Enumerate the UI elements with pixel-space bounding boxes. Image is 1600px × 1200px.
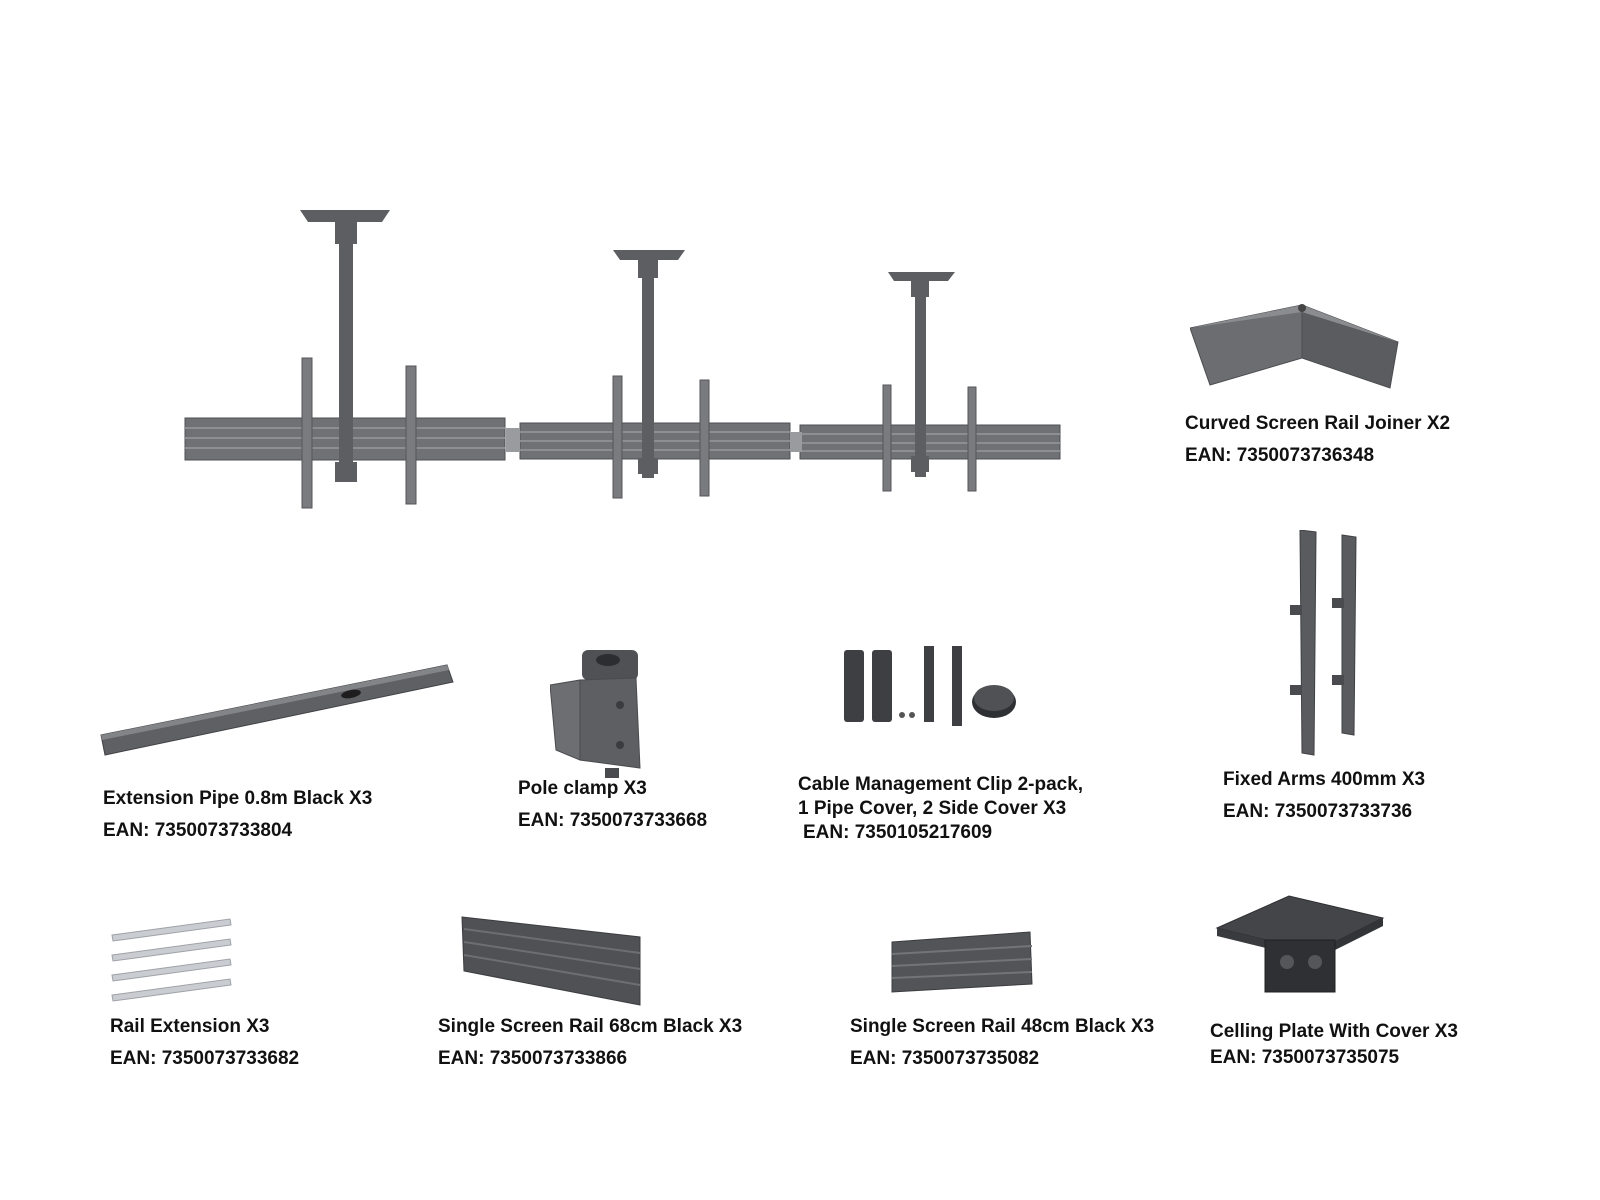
screen-rail-68cm-image xyxy=(461,916,641,1006)
screen-rail-68cm-caption: Single Screen Rail 68cm Black X3 EAN: 73… xyxy=(438,1015,742,1071)
part-fixed-arms: Fixed Arms 400mm X3 EAN: 7350073733736 xyxy=(1220,530,1480,830)
part-ean: EAN: 7350073733668 xyxy=(518,810,708,831)
ceiling-plate-image xyxy=(1215,895,1385,993)
part-ean: EAN: 7350073733682 xyxy=(110,1048,300,1069)
extension-pipe-caption: Extension Pipe 0.8m Black X3 EAN: 735007… xyxy=(103,787,372,843)
part-name: Pole clamp X3 xyxy=(518,778,647,799)
pole-clamp-image xyxy=(550,650,641,778)
part-name: Rail Extension X3 xyxy=(110,1016,270,1037)
part-screen-rail-48cm: Single Screen Rail 48cm Black X3 EAN: 73… xyxy=(850,915,1210,1075)
part-extension-pipe: Extension Pipe 0.8m Black X3 EAN: 735007… xyxy=(95,650,475,850)
rail-extension-caption: Rail Extension X3 EAN: 7350073733682 xyxy=(110,1015,299,1071)
screen-rail-48cm-image xyxy=(891,931,1033,993)
cable-management-image xyxy=(844,646,1016,726)
part-ceiling-plate: Celling Plate With Cover X3 EAN: 7350073… xyxy=(1210,890,1515,1080)
pole-clamp-caption: Pole clamp X3 EAN: 7350073733668 xyxy=(518,777,707,833)
rail-extension-image xyxy=(111,918,232,1002)
part-name: Curved Screen Rail Joiner X2 xyxy=(1185,413,1451,434)
part-ean: EAN: 7350073736348 xyxy=(1185,445,1375,466)
part-name-line2: 1 Pipe Cover, 2 Side Cover X3 xyxy=(798,798,1067,819)
part-name: Single Screen Rail 48cm Black X3 xyxy=(850,1016,1155,1037)
part-screen-rail-68cm: Single Screen Rail 68cm Black X3 EAN: 73… xyxy=(430,915,790,1075)
part-ean: EAN: 7350073733804 xyxy=(103,820,293,841)
part-name: Celling Plate With Cover X3 xyxy=(1210,1021,1458,1042)
part-ean: EAN: 7350073735082 xyxy=(850,1048,1040,1069)
curved-rail-joiner-image xyxy=(1190,304,1399,389)
part-name-line1: Cable Management Clip 2-pack, xyxy=(798,774,1084,795)
extension-pipe-image xyxy=(100,664,454,756)
part-name: Extension Pipe 0.8m Black X3 xyxy=(103,788,373,809)
ceiling-plate-caption: Celling Plate With Cover X3 EAN: 7350073… xyxy=(1210,1020,1458,1070)
curved-rail-joiner-caption: Curved Screen Rail Joiner X2 EAN: 735007… xyxy=(1185,412,1450,468)
assembled-mount-illustration xyxy=(184,210,1061,509)
part-rail-extension: Rail Extension X3 EAN: 7350073733682 xyxy=(100,915,400,1075)
fixed-arms-caption: Fixed Arms 400mm X3 EAN: 7350073733736 xyxy=(1223,768,1425,824)
part-name: Single Screen Rail 68cm Black X3 xyxy=(438,1016,743,1037)
part-ean: EAN: 7350105217609 xyxy=(803,822,993,843)
part-ean: EAN: 7350073735075 xyxy=(1210,1047,1400,1068)
fixed-arms-image xyxy=(1290,530,1357,756)
part-ean: EAN: 7350073733866 xyxy=(438,1048,628,1069)
part-name: Fixed Arms 400mm X3 xyxy=(1223,769,1426,790)
part-curved-rail-joiner: Curved Screen Rail Joiner X2 EAN: 735007… xyxy=(1185,300,1490,480)
assembled-mount-image xyxy=(180,200,1080,520)
cable-management-caption: Cable Management Clip 2-pack, 1 Pipe Cov… xyxy=(798,773,1083,845)
part-pole-clamp: Pole clamp X3 EAN: 7350073733668 xyxy=(510,650,750,860)
part-cable-management: Cable Management Clip 2-pack, 1 Pipe Cov… xyxy=(790,640,1130,860)
screen-rail-48cm-caption: Single Screen Rail 48cm Black X3 EAN: 73… xyxy=(850,1015,1154,1071)
part-ean: EAN: 7350073733736 xyxy=(1223,801,1413,822)
